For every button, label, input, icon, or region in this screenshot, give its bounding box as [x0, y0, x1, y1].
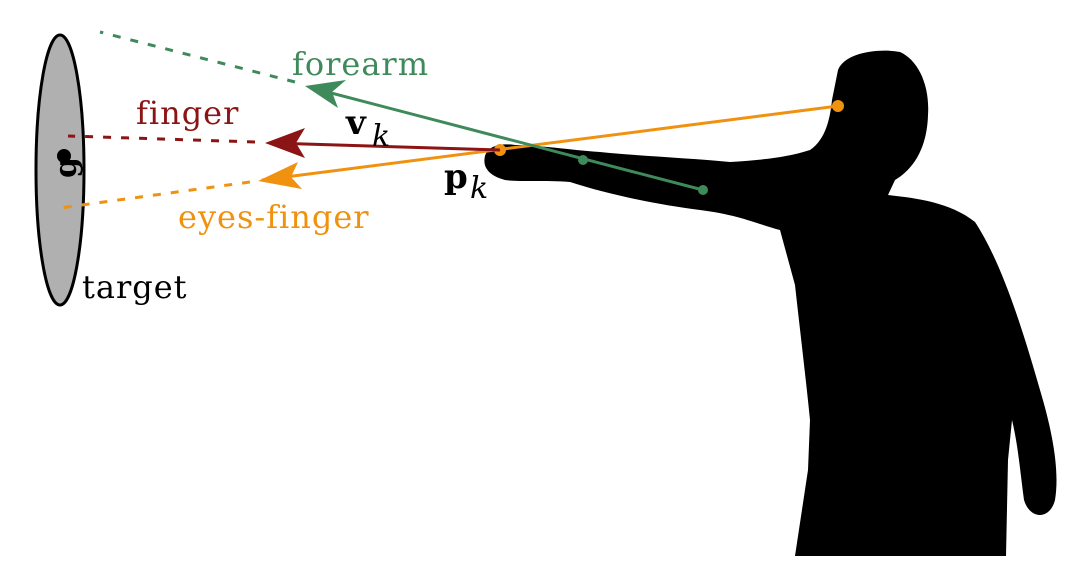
target-label: target: [82, 268, 188, 306]
svg-text:k: k: [470, 171, 488, 206]
wrist-point: [578, 155, 588, 165]
forearm-ray: [99, 30, 708, 195]
direction-vector-label: v k: [345, 103, 390, 154]
svg-text:k: k: [372, 119, 390, 154]
gaze-point-label: g: [49, 157, 84, 178]
eye-point: [832, 100, 844, 112]
forearm-label: forearm: [292, 45, 429, 83]
target-ellipse-icon: [34, 33, 86, 307]
svg-text:v: v: [345, 103, 367, 143]
elbow-point: [698, 185, 708, 195]
svg-text:p: p: [444, 157, 468, 197]
finger-ray: [67, 128, 501, 158]
gaze-point-dot: [57, 149, 71, 163]
eyes-finger-ray: [59, 100, 844, 210]
forearm-arrowhead: [305, 80, 346, 108]
finger-arrowhead: [265, 128, 305, 158]
eyes-finger-label: eyes-finger: [178, 198, 370, 236]
eyes-finger-arrowhead: [258, 162, 302, 189]
position-vector-label: p k: [444, 157, 488, 206]
finger-label: finger: [136, 94, 239, 132]
person-silhouette-icon: [484, 50, 1057, 556]
